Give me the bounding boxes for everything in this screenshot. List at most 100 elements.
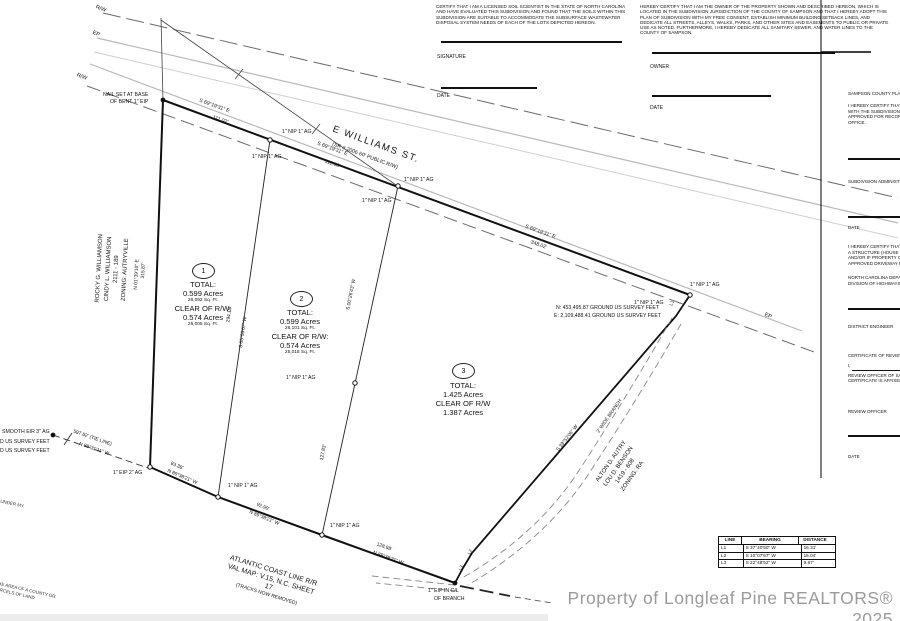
line-table-row-l1: L1 S 37°40'50" W 16.31' xyxy=(719,543,835,552)
review-date-label: DATE xyxy=(848,454,860,459)
line-table-header: LINE BEARING DISTANCE xyxy=(719,537,835,544)
tie-lines xyxy=(52,17,397,469)
signature-label: SIGNATURE xyxy=(437,54,466,60)
lot-1-summary: TOTAL: 0.599 Acres 26,092 Sq. Ft. CLEAR … xyxy=(148,280,258,328)
branch-eip-label-1: 1" EIP IN C/L xyxy=(428,588,459,594)
review-date-line xyxy=(848,435,900,437)
subdivision-administrator-label: SUBDIVISION ADMINISTRATOR xyxy=(848,179,900,184)
line-table-row-l2: L2 S 10°07'57" W 15.04' xyxy=(719,551,835,560)
review-officer-label: REVIEW OFFICER xyxy=(848,409,887,414)
l3-id: L3 xyxy=(721,560,727,566)
line-table-row-l3: L3 S 22°48'52" W 9.87' xyxy=(719,559,835,568)
l3-distance: 9.87' xyxy=(800,560,835,568)
lot-2-clear-label: CLEAR OF R/W: xyxy=(271,332,329,341)
date-line xyxy=(441,87,537,89)
nip-label-bottom2: 1" NIP 1" AG xyxy=(330,523,360,529)
west-adjoiner-block: ROCKY G. WILLIAMSON CINDY L. WILLIAMSON … xyxy=(93,221,132,318)
line-table-header-distance: DISTANCE xyxy=(798,537,831,544)
lot-1-clear-sqft: 25,005 Sq. Ft. xyxy=(187,322,219,327)
signature-line xyxy=(441,41,622,43)
review-name-line xyxy=(852,370,900,371)
lot-2-total-sqft: 26,101 Sq. Ft. xyxy=(284,326,316,331)
date-label: DATE xyxy=(437,93,450,99)
monument-markers xyxy=(50,97,693,586)
ncdot-text-1: I HEREBY CERTIFY THAT NEGOTIATIONS xyxy=(848,244,900,249)
planning-text-2: WITH THE SUBDIVISION REGULATIONS xyxy=(848,108,900,114)
ncdot-text-2: A STRUCTURE (HOUSE OR COMMERCIAL) xyxy=(848,249,900,255)
owner-label: OWNER xyxy=(650,64,670,70)
scan-edge-strip xyxy=(0,614,548,621)
lot-3-number: 3 xyxy=(452,363,475,379)
lot-1-clear-label: CLEAR OF R/W: xyxy=(174,304,232,313)
watermark: Property of Longleaf Pine REALTORS® 2025 xyxy=(567,588,893,621)
nip-label-a: 1" NIP 1" AG xyxy=(282,129,312,135)
nip-label-ne-corner: 1" NIP 1" AG xyxy=(690,282,720,288)
engineer-sign-line xyxy=(848,308,900,310)
west-line-distance: 315.87' xyxy=(140,262,147,279)
lot-3-total-label: TOTAL: xyxy=(450,381,476,390)
eip-label-sw: 1" EIP 2" AG xyxy=(113,470,143,476)
review-i-label: I, xyxy=(848,363,851,368)
lot-2-summary: TOTAL: 0.599 Acres 26,101 Sq. Ft. CLEAR … xyxy=(245,308,355,356)
branch-lines xyxy=(371,317,682,604)
lot-2-total-acres: 0.599 Acres xyxy=(279,317,321,326)
line-table-header-bearing: BEARING xyxy=(741,537,798,544)
nc-dept-line2: DIVISION OF HIGHWAYS xyxy=(848,281,900,286)
nip-label-b: 1" NIP 1" AG xyxy=(252,154,282,160)
l2-bearing: S 10°07'57" W xyxy=(742,552,801,560)
nip-label-d: 1" NIP 1" AG xyxy=(362,198,392,204)
ground-coord-fragment-2: D US SURVEY FEET xyxy=(0,448,50,454)
boundary-lines xyxy=(149,99,691,584)
district-engineer-label: DISTRICT ENGINEER xyxy=(848,324,894,329)
planning-heading: SAMPSON COUNTY PLANNING AND xyxy=(848,91,900,96)
review-text-2: CERTIFICATE IS AFFIXED MEETS ALL xyxy=(848,378,900,383)
lot-1-total-acres: 0.599 Acres xyxy=(182,289,224,298)
lot-1-total-sqft: 26,092 Sq. Ft. xyxy=(187,298,219,303)
lot-1-number: 1 xyxy=(192,263,215,279)
review-heading: CERTIFICATE OF REVIEW OFFICER xyxy=(848,353,900,358)
nip-label-c: 1" NIP 1" AG xyxy=(404,177,434,183)
l1-id: L1 xyxy=(721,544,727,550)
soil-certificate-text: CERTIFY THAT I AM A LICENSED SOIL SCIENT… xyxy=(436,4,626,25)
admin-date-line xyxy=(848,216,900,218)
branch-eip-label-2: OF BRANCH xyxy=(434,596,465,602)
lot-2-total-label: TOTAL: xyxy=(287,308,313,317)
owner-certificate-text: HEREBY CERTIFY THAT I AM THE OWNER OF TH… xyxy=(640,4,889,36)
lot-1-clear-acres: 0.574 Acres xyxy=(182,313,224,322)
owner-line xyxy=(652,52,835,54)
line-table: LINE BEARING DISTANCE L1 S 37°40'50" W 1… xyxy=(718,536,836,569)
owner-date-label: DATE xyxy=(650,105,663,111)
ground-coord-fragment-1: D US SURVEY FEET xyxy=(0,439,50,445)
nail-label-2: OF BENT 1" EIP xyxy=(110,99,149,105)
nc-dept-line1: NORTH CAROLINA DEPARTMENT xyxy=(848,275,900,280)
admin-sign-line xyxy=(848,158,900,160)
l2-id: L2 xyxy=(721,552,727,558)
admin-date-label: DATE xyxy=(848,225,860,230)
review-text-1: REVIEW OFFICER OF SAMPSON COUNTY xyxy=(848,372,900,378)
lot-2-clear-acres: 0.574 Acres xyxy=(279,341,321,350)
planning-text-3: APPROVED FOR RECORDING IN THE xyxy=(848,114,900,119)
lot-3-clear-label: CLEAR OF R/W xyxy=(435,399,491,408)
l1-bearing: S 37°40'50" W xyxy=(742,544,801,552)
nip-label-bottom1: 1" NIP 1" AG xyxy=(228,483,258,489)
margin-rules xyxy=(820,0,871,478)
planning-text-1: I HEREBY CERTIFY THAT THIS SUBDIVISION xyxy=(848,103,900,108)
ncdot-text-4: APPROVED DRIVEWAY PERMIT FROM xyxy=(848,260,900,266)
nip-label-mid: 1" NIP 1" AG xyxy=(286,375,316,381)
lot-2-clear-sqft: 25,018 Sq. Ft. xyxy=(284,350,316,355)
ne-corner-easting: E: 2,109,488.41 GROUND US SURVEY FEET xyxy=(554,313,662,319)
l3-bearing: S 22°48'52" W xyxy=(742,560,801,568)
lot-3-clear-acres: 1.387 Acres xyxy=(442,408,484,417)
lot-1-total-label: TOTAL: xyxy=(190,280,216,289)
lot-divider-lines xyxy=(217,139,399,536)
l1-distance: 16.31' xyxy=(800,544,835,552)
owner-date-line xyxy=(652,95,771,97)
lot-2-number: 2 xyxy=(290,291,313,307)
l2-distance: 15.04' xyxy=(800,552,835,560)
eir-label: SMOOTH EIR 3" AG xyxy=(2,429,50,435)
planning-text-4: OFFICE. xyxy=(848,119,866,125)
nail-label-1: NAIL SET AT BASE xyxy=(103,92,149,98)
lot-3-summary: TOTAL: 1.425 Acres CLEAR OF R/W 1.387 Ac… xyxy=(408,381,518,417)
